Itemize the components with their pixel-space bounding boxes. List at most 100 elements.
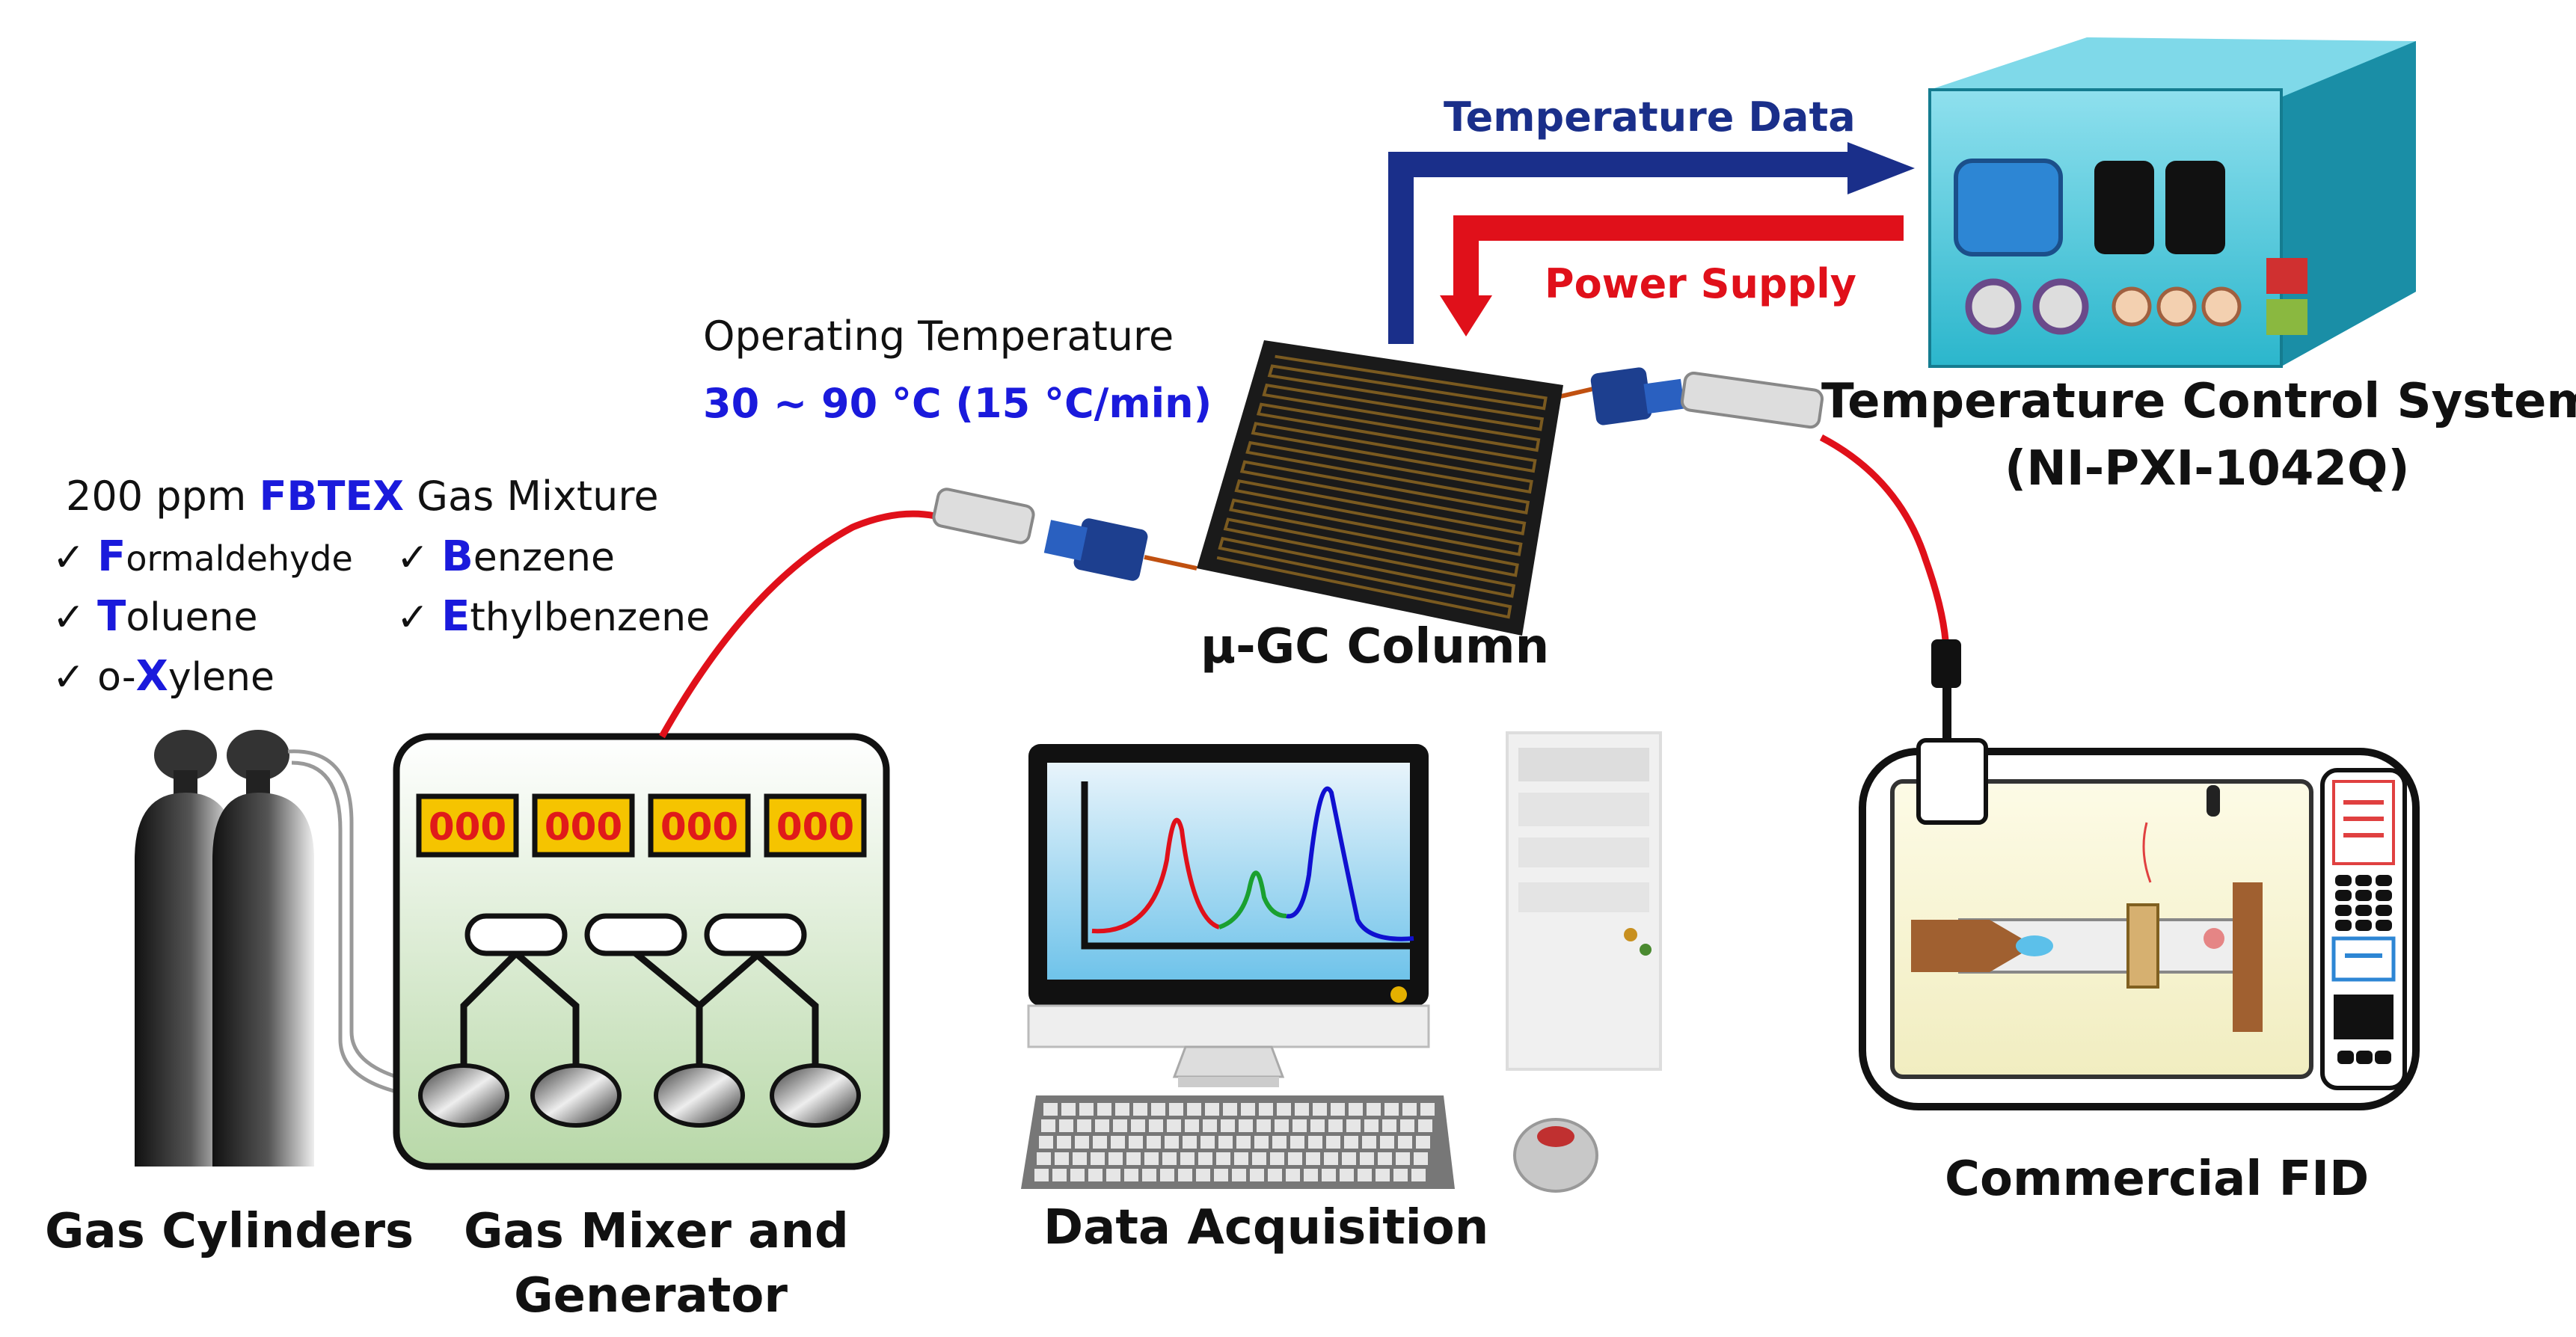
gc-column-label: μ-GC Column [1200,619,1550,674]
keyboard-key [1310,1119,1325,1132]
keyboard-key [1142,1169,1156,1181]
keyboard-key [1108,1152,1123,1165]
keyboard-key [1384,1103,1399,1116]
outlet-fitting-icon [1544,367,1824,429]
keyboard-key [1183,1136,1197,1149]
keyboard-key [1218,1136,1233,1149]
gas-cylinders-icon [135,730,397,1167]
chromatogram-peak-red [1091,817,1221,934]
compound-initial: X [135,652,168,701]
gas-mixture-prefix: 200 ppm [66,473,260,520]
keyboard-key [1268,1169,1282,1181]
temperature-control-box-icon [1928,37,2416,368]
keyboard-key [1214,1169,1228,1181]
keyboard-key [1144,1152,1159,1165]
keyboard-key [1313,1103,1327,1116]
keyboard-key [1149,1119,1163,1132]
operating-temperature-value: 30 ~ 90 °C (15 °C/min) [703,380,1212,427]
keyboard-key [1111,1136,1125,1149]
keyboard-key [1088,1169,1103,1181]
keyboard-key [1252,1152,1266,1165]
keyboard-key [1250,1169,1264,1181]
keyboard-key [1234,1152,1248,1165]
fid-keypad-key [2376,920,2392,931]
keyboard-key [1124,1169,1138,1181]
keyboard-key [1059,1119,1073,1132]
keyboard-key [1322,1169,1336,1181]
keyboard-key [1349,1103,1363,1116]
fid-keypad-key [2355,920,2372,931]
check-icon: ✓ [52,655,85,700]
keyboard-key [1324,1152,1338,1165]
keyboard-key [1115,1103,1129,1116]
compound-formaldehyde: ✓ Formaldehyde [52,532,353,581]
data-acquisition-label: Data Acquisition [1043,1200,1489,1255]
fid-keypad-key [2376,890,2392,901]
keyboard-key [1378,1152,1392,1165]
chromatogram-peak-green [1218,870,1287,929]
keyboard-key [1306,1152,1320,1165]
keyboard-key [1043,1103,1058,1116]
keyboard-key [1328,1119,1343,1132]
serpentine-channel [1216,354,1548,619]
keyboard-key [1198,1152,1212,1165]
commercial-fid-icon [1859,639,2420,1110]
keyboard-key [1133,1103,1147,1116]
keyboard-key [1380,1136,1394,1149]
power-supply-arrow [1440,215,1904,336]
keyboard-key [1167,1119,1181,1132]
keyboard-key [1079,1103,1094,1116]
fid-keypad-key [2355,890,2372,901]
fid-keypad-key [2355,905,2372,916]
flow-display-3-value: 000 [660,805,738,849]
keyboard-key [1129,1136,1143,1149]
commercial-fid-label: Commercial FID [1945,1152,2370,1207]
temperature-data-arrow [1388,142,1915,344]
keyboard-key [1185,1119,1199,1132]
operating-temperature-title: Operating Temperature [703,313,1174,360]
keyboard-key [1178,1169,1192,1181]
compound-ethylbenzene: ✓ Ethylbenzene [396,592,710,641]
keyboard-key [1393,1169,1408,1181]
compound-rest: ylene [168,655,275,700]
keyboard-key [1362,1136,1376,1149]
flow-display-2-value: 000 [545,805,622,849]
flow-display-2: 000 [532,793,635,858]
power-supply-label: Power Supply [1545,260,1856,307]
keyboard-key [1180,1152,1195,1165]
keyboard-key [1295,1103,1309,1116]
gas-cylinders-label: Gas Cylinders [45,1204,414,1259]
keyboard-key [1205,1103,1219,1116]
keyboard-key [1418,1119,1432,1132]
temperature-control-model-label: (NI-PXI-1042Q) [2005,441,2410,497]
compound-initial: E [441,592,470,641]
keyboard-key [1342,1152,1356,1165]
keyboard-key [1095,1119,1109,1132]
gas-mixer-icon: 000 000 000 000 [393,733,890,1170]
keyboard-key [1131,1119,1145,1132]
fid-keypad-key [2335,920,2352,931]
check-icon: ✓ [396,595,429,640]
keyboard-key [1151,1103,1165,1116]
inlet-fitting-icon [932,488,1197,581]
compound-prefix: o- [97,655,136,700]
keyboard-key [1070,1169,1085,1181]
keyboard-key [1232,1169,1246,1181]
fid-keypad-key [2376,875,2392,886]
keyboard-key [1272,1136,1287,1149]
fid-keypad-key [2335,875,2352,886]
keyboard-key [1196,1169,1210,1181]
keyboard-key [1093,1136,1107,1149]
keyboard-key [1340,1169,1354,1181]
flow-display-4: 000 [764,793,867,858]
keyboard-key [1400,1119,1414,1132]
keyboard-key [1061,1103,1076,1116]
keyboard-key [1331,1103,1345,1116]
keyboard-key [1367,1103,1381,1116]
temperature-control-system-label: Temperature Control System [1821,374,2576,429]
keyboard-key [1236,1136,1251,1149]
keyboard-key [1165,1136,1179,1149]
chromatogram-peak-blue [1286,786,1414,941]
keyboard-key [1416,1136,1430,1149]
